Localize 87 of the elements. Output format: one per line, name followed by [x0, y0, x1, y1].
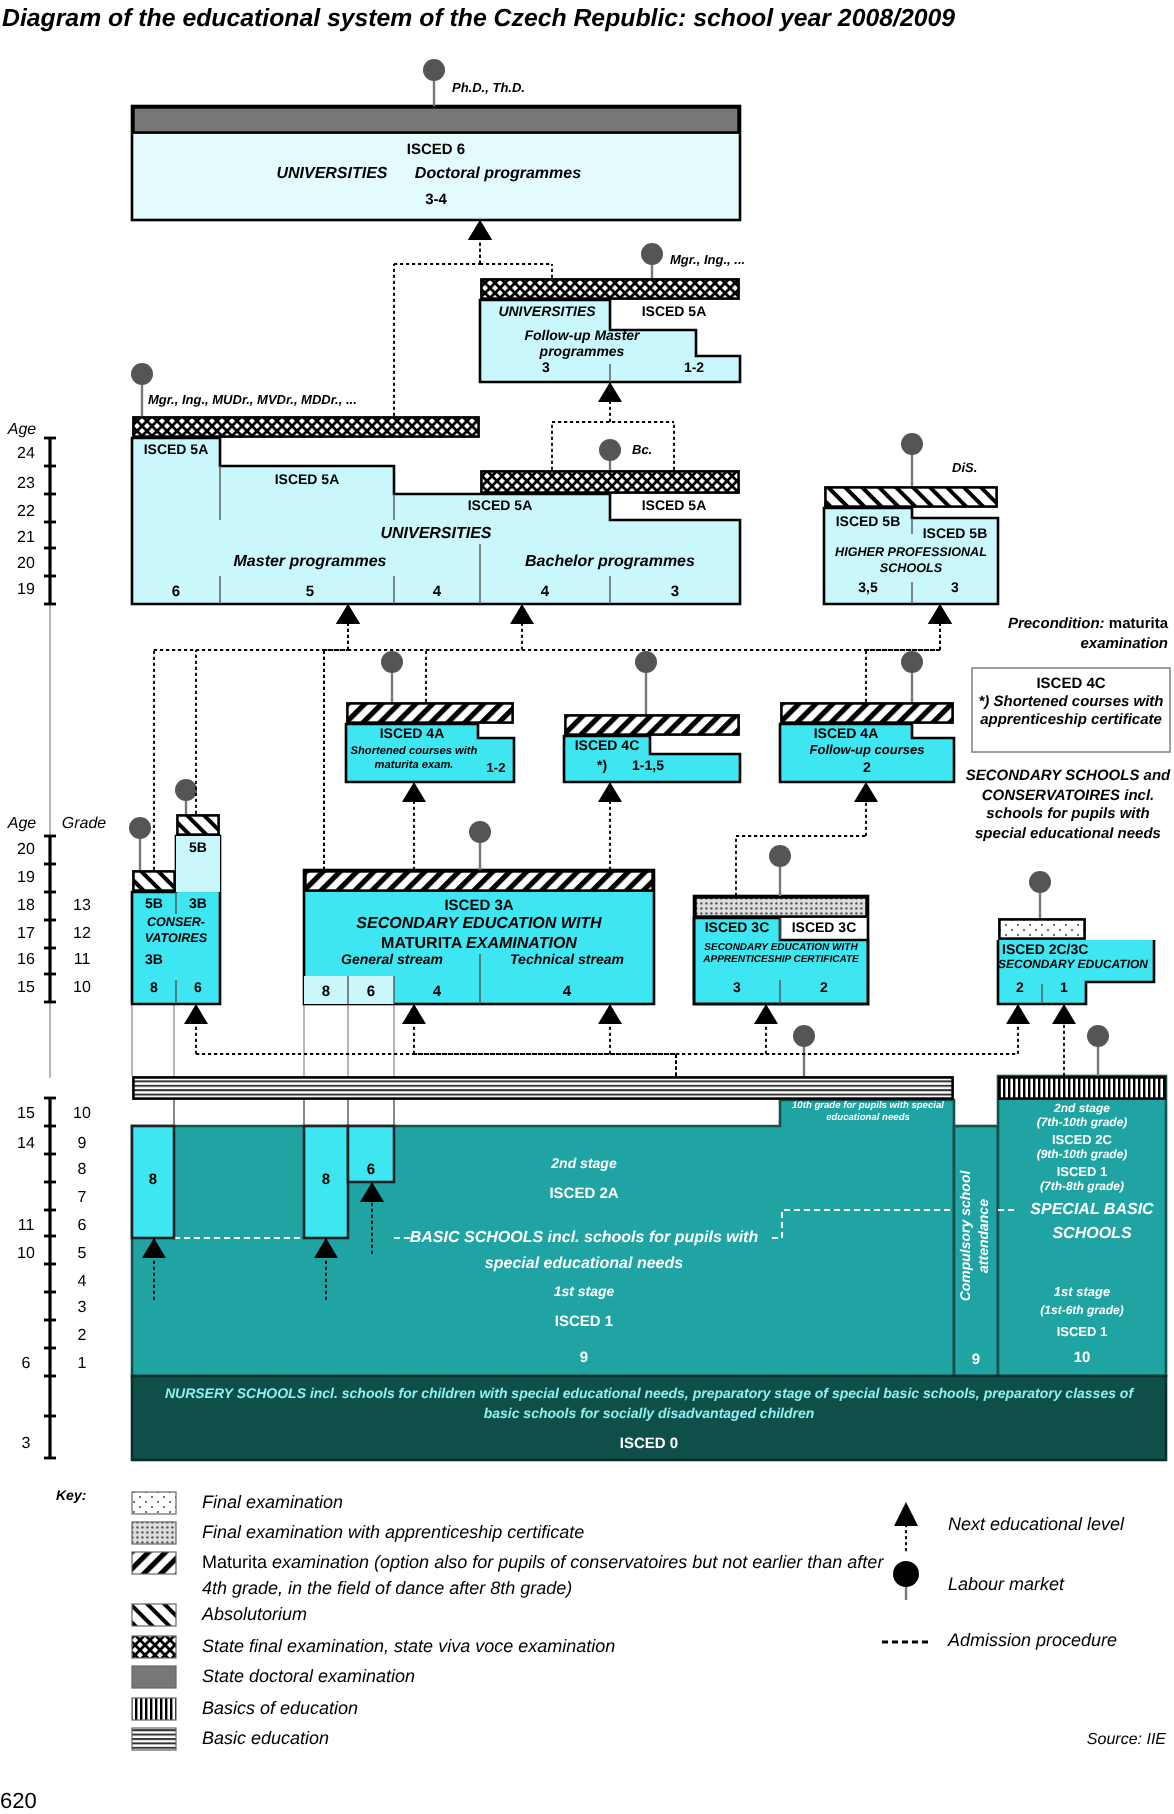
box-label: UNIVERSITIES [378, 524, 494, 544]
school-box [132, 1076, 954, 1376]
diagram-title: Diagram of the educational system of the Czech Republic: school year 2008/2009 [2, 4, 958, 34]
legend-label: Maturita examination (option also for pupils of conservatoires but not earlier than after 4th grade, in the field of dance after 8th grade) [202, 1550, 886, 1602]
next-level-arrow [360, 1181, 384, 1255]
grade-number: 12 [71, 924, 93, 944]
legend-label: Final examination [202, 1490, 346, 1514]
school-box [954, 1126, 998, 1376]
legend-label: State final examination, state viva voce examination [202, 1634, 618, 1658]
age-number: 11 [15, 1216, 37, 1236]
age-number: 21 [15, 528, 37, 548]
next-level-arrow [551, 381, 675, 471]
box-label: SPECIAL BASIC SCHOOLS [1028, 1198, 1156, 1246]
age-number: 20 [15, 840, 37, 860]
age-number: 15 [15, 1104, 37, 1124]
next-level-arrow [402, 781, 426, 871]
school-box [824, 486, 998, 604]
grade-number: 3 [75, 1298, 89, 1318]
age-number: 16 [15, 950, 37, 970]
age-number: 3 [19, 1434, 33, 1454]
grade-column [348, 1126, 394, 1182]
age-number: 20 [15, 554, 37, 574]
school-box [480, 278, 740, 382]
box-label: Doctoral programmes [412, 164, 584, 184]
age-number: 23 [15, 474, 37, 494]
legend-label: Labour market [948, 1572, 1067, 1596]
source-note: Source: IIE [1084, 1730, 1166, 1750]
grade-number: 7 [75, 1188, 89, 1208]
age-number: 19 [15, 580, 37, 600]
grade-column [304, 1126, 348, 1238]
grade-number: 8 [75, 1160, 89, 1180]
next-level-arrow [142, 1237, 166, 1301]
box-label: Master programmes [231, 552, 389, 572]
legend-label: Basics of education [202, 1696, 361, 1720]
page-number: 620 [0, 1790, 39, 1814]
axis-title: Age [5, 814, 39, 834]
grade-number: 10 [71, 978, 93, 998]
school-box [998, 918, 1154, 1004]
age-number: 15 [15, 978, 37, 998]
school-box [132, 1376, 1166, 1460]
next-level-arrow [598, 781, 622, 871]
next-level-arrow [735, 781, 878, 897]
grade-number: 5 [75, 1244, 89, 1264]
grade-number: 9 [75, 1134, 89, 1154]
grade-number: 13 [71, 896, 93, 916]
box-label: SECONDARY EDUCATION WITH MATURITA EXAMINATION [354, 914, 604, 953]
grade-number: 10 [71, 1104, 93, 1124]
age-number: 14 [15, 1134, 37, 1154]
legend-label: Final examination with apprenticeship certificate [202, 1520, 587, 1544]
school-box [132, 416, 740, 604]
legend-label: Absolutorium [202, 1602, 310, 1626]
age-number: 17 [15, 924, 37, 944]
school-box [564, 714, 740, 782]
axis-title: Age [5, 420, 39, 440]
legend-label: Admission procedure [948, 1628, 1120, 1652]
school-box [998, 1076, 1166, 1376]
age-number: 18 [15, 896, 37, 916]
next-level-arrow [675, 1003, 1030, 1077]
next-level-arrow [425, 603, 534, 703]
legend-label: Basic education [202, 1726, 332, 1750]
school-box [694, 896, 868, 1004]
age-number: 24 [15, 444, 37, 464]
grade-number: 4 [75, 1272, 89, 1292]
grade-column [132, 1126, 174, 1238]
school-box [132, 106, 740, 220]
next-level-arrow [314, 1237, 338, 1301]
school-box [304, 870, 654, 1004]
next-level-arrow [468, 219, 553, 279]
age-number: 6 [19, 1354, 33, 1374]
axis-title: Grade [59, 814, 109, 834]
grade-number: 1 [75, 1354, 89, 1374]
box-label: Bachelor programmes [523, 552, 697, 572]
school-box [346, 702, 514, 782]
box-label: BASIC SCHOOLS incl. schools for pupils with special educational needs [407, 1226, 761, 1276]
age-number: 10 [15, 1244, 37, 1264]
legend-label: Next educational level [948, 1512, 1127, 1536]
grade-number: 11 [71, 950, 93, 970]
box-label: UNIVERSITIES [274, 164, 390, 184]
school-box [780, 702, 954, 782]
note-box [972, 668, 1170, 752]
next-level-arrow [1052, 1003, 1076, 1077]
grade-number: 2 [75, 1326, 89, 1346]
age-number: 19 [15, 868, 37, 888]
legend-label: State doctoral examination [202, 1664, 418, 1688]
grade-number: 6 [75, 1216, 89, 1236]
school-box [132, 814, 220, 1004]
age-number: 22 [15, 502, 37, 522]
